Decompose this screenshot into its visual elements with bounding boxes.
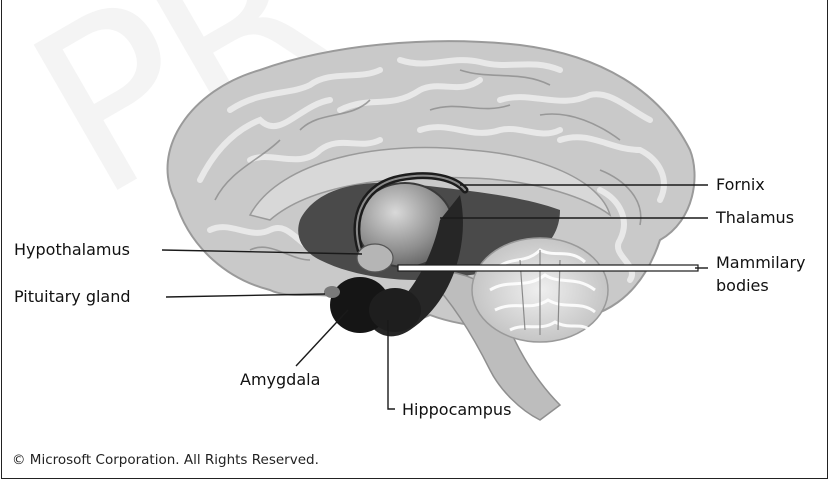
label-mammilary: Mammilary — [716, 253, 806, 273]
label-fornix: Fornix — [716, 175, 765, 195]
label-bodies: bodies — [716, 276, 769, 296]
label-hypothalamus: Hypothalamus — [14, 240, 130, 260]
amygdala-leader — [296, 310, 348, 366]
mammillary-bodies-structure — [398, 265, 698, 271]
pituitary-gland-structure — [324, 286, 340, 298]
label-hippocampus: Hippocampus — [402, 400, 511, 420]
label-pituitary-gland: Pituitary gland — [14, 287, 131, 307]
label-thalamus: Thalamus — [716, 208, 794, 228]
label-amygdala: Amygdala — [240, 370, 320, 390]
copyright-notice: © Microsoft Corporation. All Rights Rese… — [12, 452, 319, 468]
hypothalamus — [357, 244, 393, 272]
cerebellum — [472, 238, 608, 342]
